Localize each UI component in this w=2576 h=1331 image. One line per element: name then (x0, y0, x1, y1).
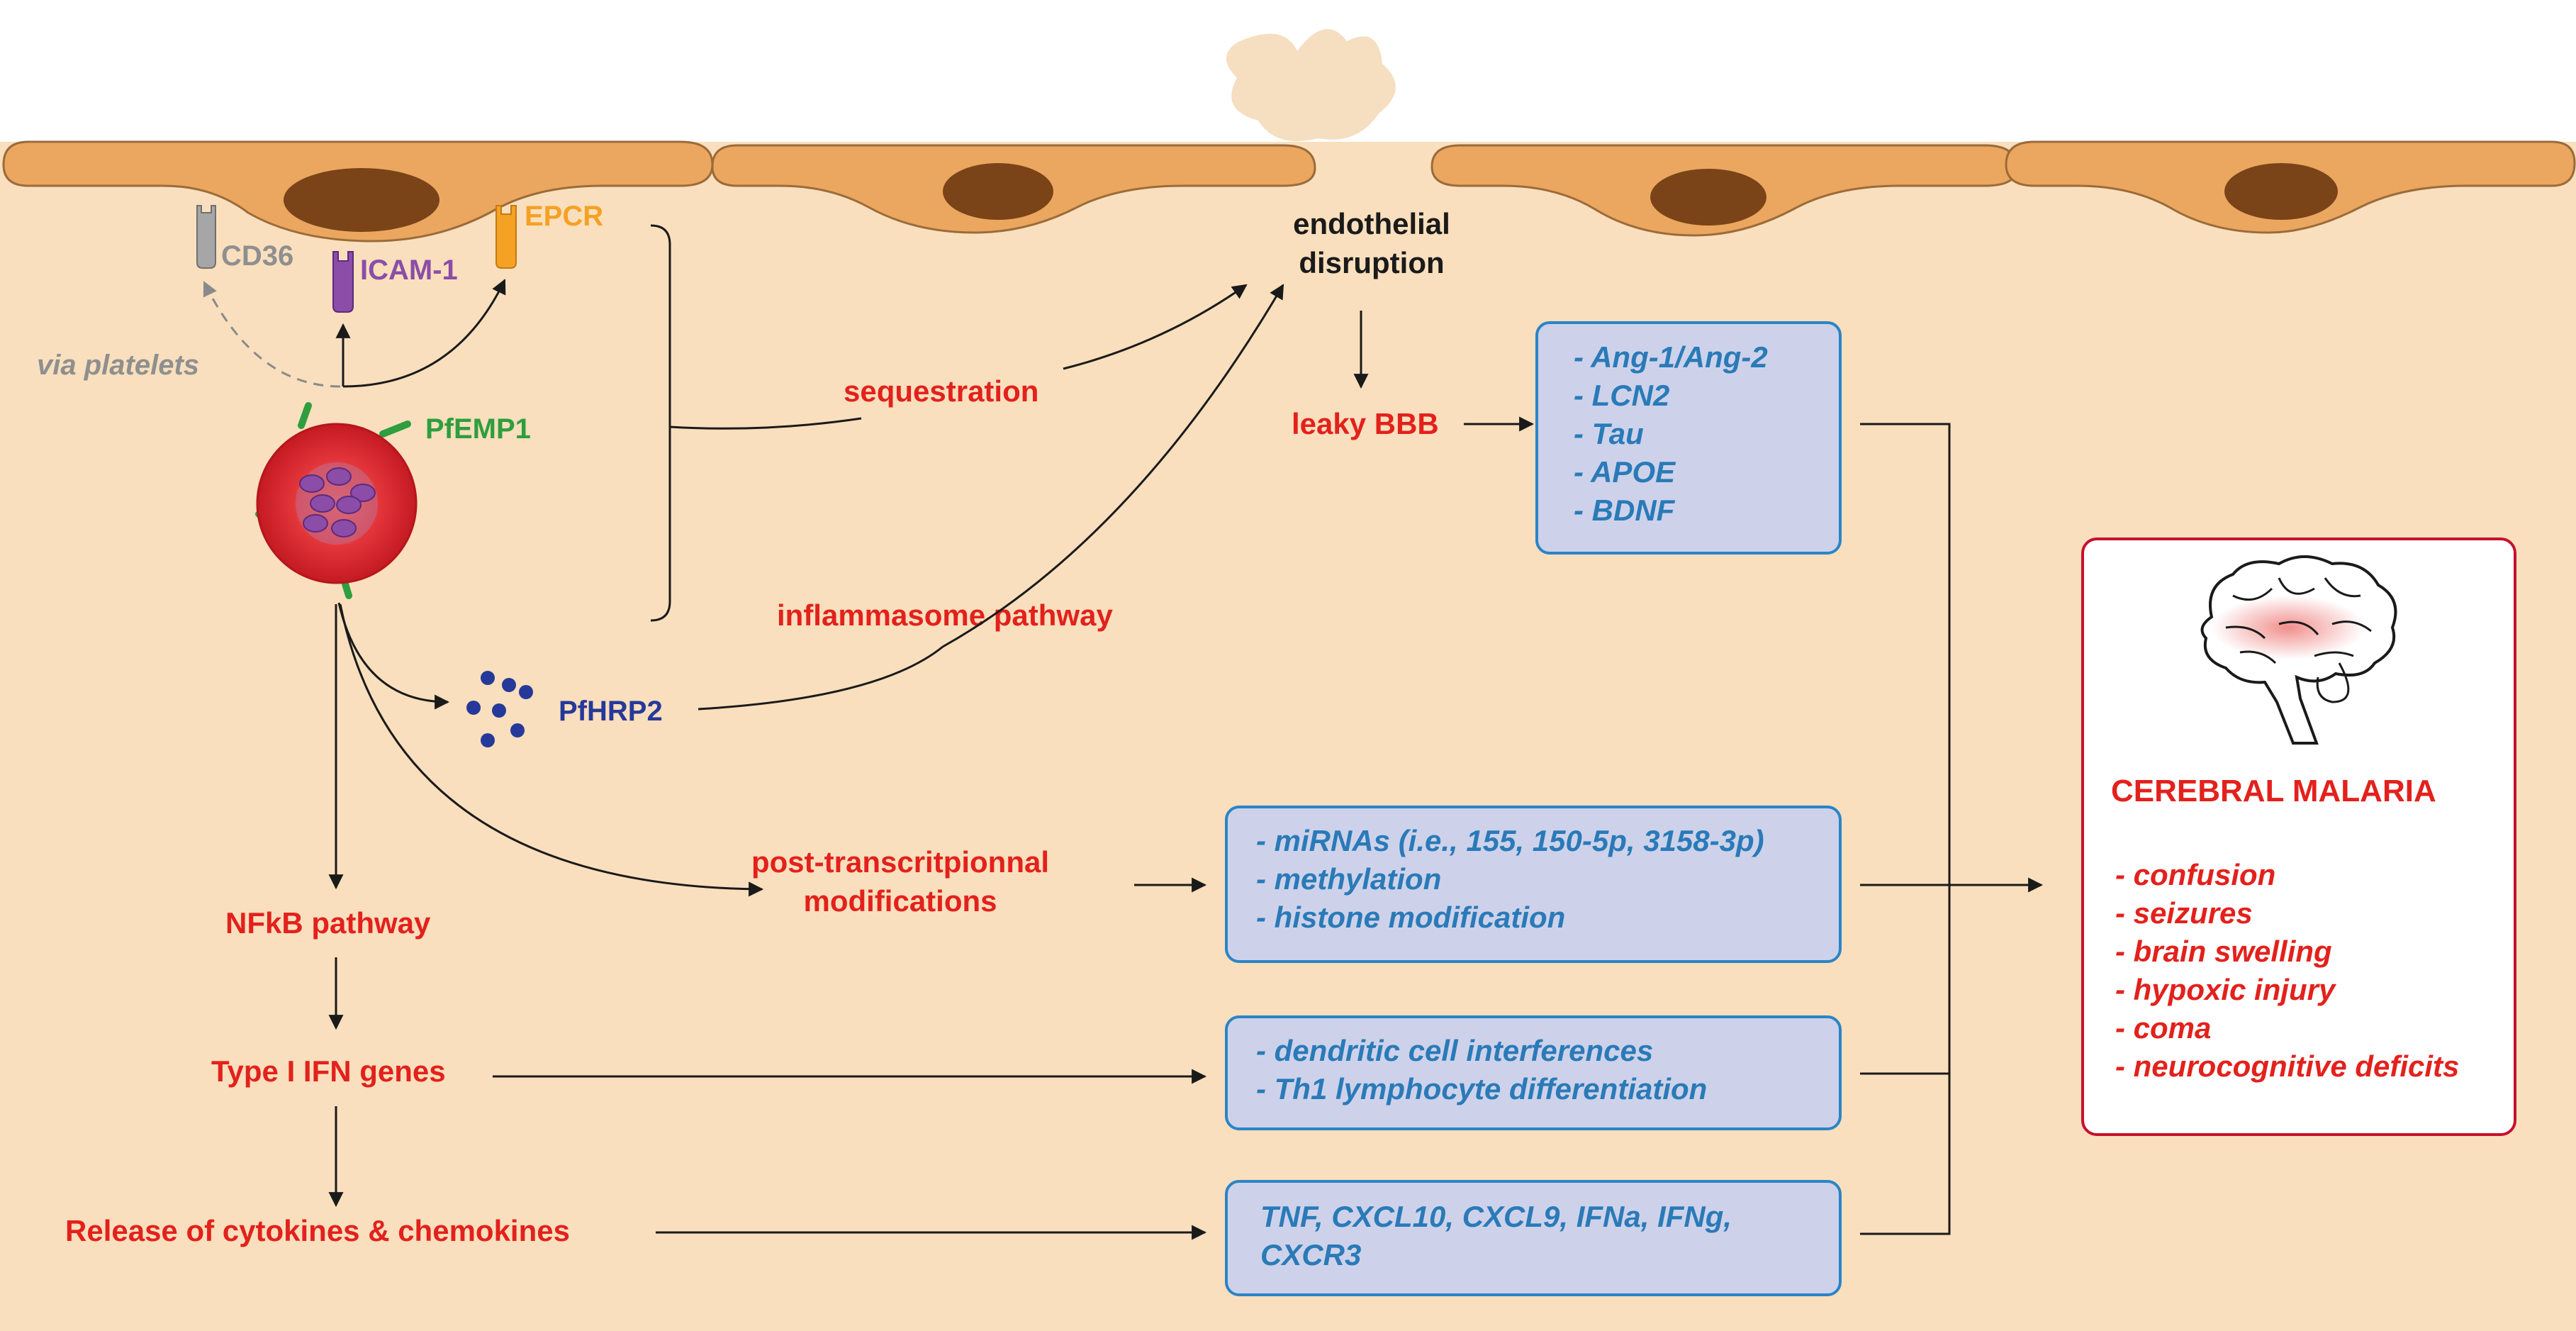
epigenetic-item: - histone modification (1256, 901, 1565, 934)
modifications-label: modifications (803, 884, 997, 918)
epcr-label: EPCR (525, 201, 603, 232)
arrow-rbc-to-posttranscriptional (339, 603, 764, 897)
epigenetic-box (1225, 806, 1842, 963)
bbb-markers-box (1535, 321, 1842, 555)
bbb-marker-item: - LCN2 (1574, 379, 1669, 412)
receptors (196, 205, 517, 313)
cerebral-malaria-title: CEREBRAL MALARIA (2111, 774, 2436, 808)
nucleus-4 (2224, 163, 2338, 220)
inflammasome-label: inflammasome pathway (777, 598, 1113, 632)
symptom-item: - confusion (2115, 858, 2275, 891)
collector-line (1860, 423, 1951, 1235)
epcr-receptor (495, 205, 517, 269)
symptom-item: - coma (2115, 1011, 2211, 1045)
symptom-item: - seizures (2115, 896, 2253, 930)
arrow-to-epcr (342, 279, 506, 388)
cytokines-item: TNF, CXCL10, CXCL9, IFNa, IFNg, (1260, 1200, 1732, 1233)
sequestration-bracket (650, 224, 671, 622)
arrow-to-cd36 (203, 281, 341, 388)
bbb-markers-list: - Ang-1/Ang-2 - LCN2 - Tau - APOE - BDNF (1574, 340, 1768, 527)
nucleus-2 (943, 163, 1053, 220)
sequestration-label: sequestration (844, 374, 1038, 408)
bbb-marker-item: - BDNF (1574, 494, 1676, 527)
nfkb-label: NFkB pathway (225, 906, 431, 940)
cytokines-box (1225, 1180, 1842, 1296)
nucleus-3 (1650, 169, 1766, 225)
bracket-stem (669, 417, 862, 430)
nucleus-1 (284, 168, 439, 232)
cd36-label: CD36 (221, 240, 293, 272)
symptom-item: - neurocognitive deficits (2115, 1049, 2459, 1083)
brain-icon (2200, 555, 2397, 745)
cytokines-list: TNF, CXCL10, CXCL9, IFNa, IFNg, CXCR3 (1260, 1200, 1732, 1271)
bbb-marker-item: - Tau (1574, 417, 1644, 450)
infected-red-blood-cell (255, 402, 418, 599)
cytokines-item: CXCR3 (1260, 1238, 1361, 1271)
endothelial-label: endothelial (1293, 207, 1450, 240)
disruption-label: disruption (1299, 246, 1444, 279)
leaky-bbb-label: leaky BBB (1292, 407, 1439, 440)
immune-list: - dendritic cell interferences - Th1 lym… (1256, 1034, 1707, 1106)
cd36-receptor (196, 205, 216, 269)
type1-ifn-label: Type I IFN genes (211, 1054, 446, 1088)
bbb-marker-item: - APOE (1574, 455, 1676, 489)
immune-box (1225, 1015, 1842, 1130)
icam1-receptor (332, 251, 354, 313)
epigenetic-item: - miRNAs (i.e., 155, 150-5p, 3158-3p) (1256, 824, 1764, 857)
immune-item: - Th1 lymphocyte differentiation (1256, 1072, 1707, 1106)
immune-item: - dendritic cell interferences (1256, 1034, 1653, 1067)
epigenetic-item: - methylation (1256, 862, 1441, 896)
arrow-sequestration-to-disruption (1063, 284, 1248, 370)
release-label: Release of cytokines & chemokines (65, 1214, 570, 1247)
pfhrp2-label: PfHRP2 (559, 696, 663, 727)
pfemp1-label: PfEMP1 (425, 413, 531, 445)
symptom-item: - hypoxic injury (2115, 973, 2337, 1006)
pfhrp2-particles (466, 671, 533, 747)
via-platelets-label: via platelets (37, 350, 199, 381)
symptoms-list: - confusion - seizures - brain swelling … (2115, 858, 2459, 1083)
arrow-pfhrp2-to-disruption (698, 285, 1283, 711)
epigenetic-list: - miRNAs (i.e., 155, 150-5p, 3158-3p) - … (1256, 824, 1764, 934)
endothelial-layer (2, 28, 2576, 243)
cerebral-malaria-box (2081, 538, 2516, 1136)
symptom-item: - brain swelling (2115, 935, 2332, 968)
icam1-label: ICAM-1 (360, 255, 458, 286)
bbb-marker-item: - Ang-1/Ang-2 (1574, 340, 1768, 374)
disrupted-cell-fragment (1226, 28, 1396, 142)
post-transcriptional-label: post-transcritpionnal (751, 845, 1049, 879)
